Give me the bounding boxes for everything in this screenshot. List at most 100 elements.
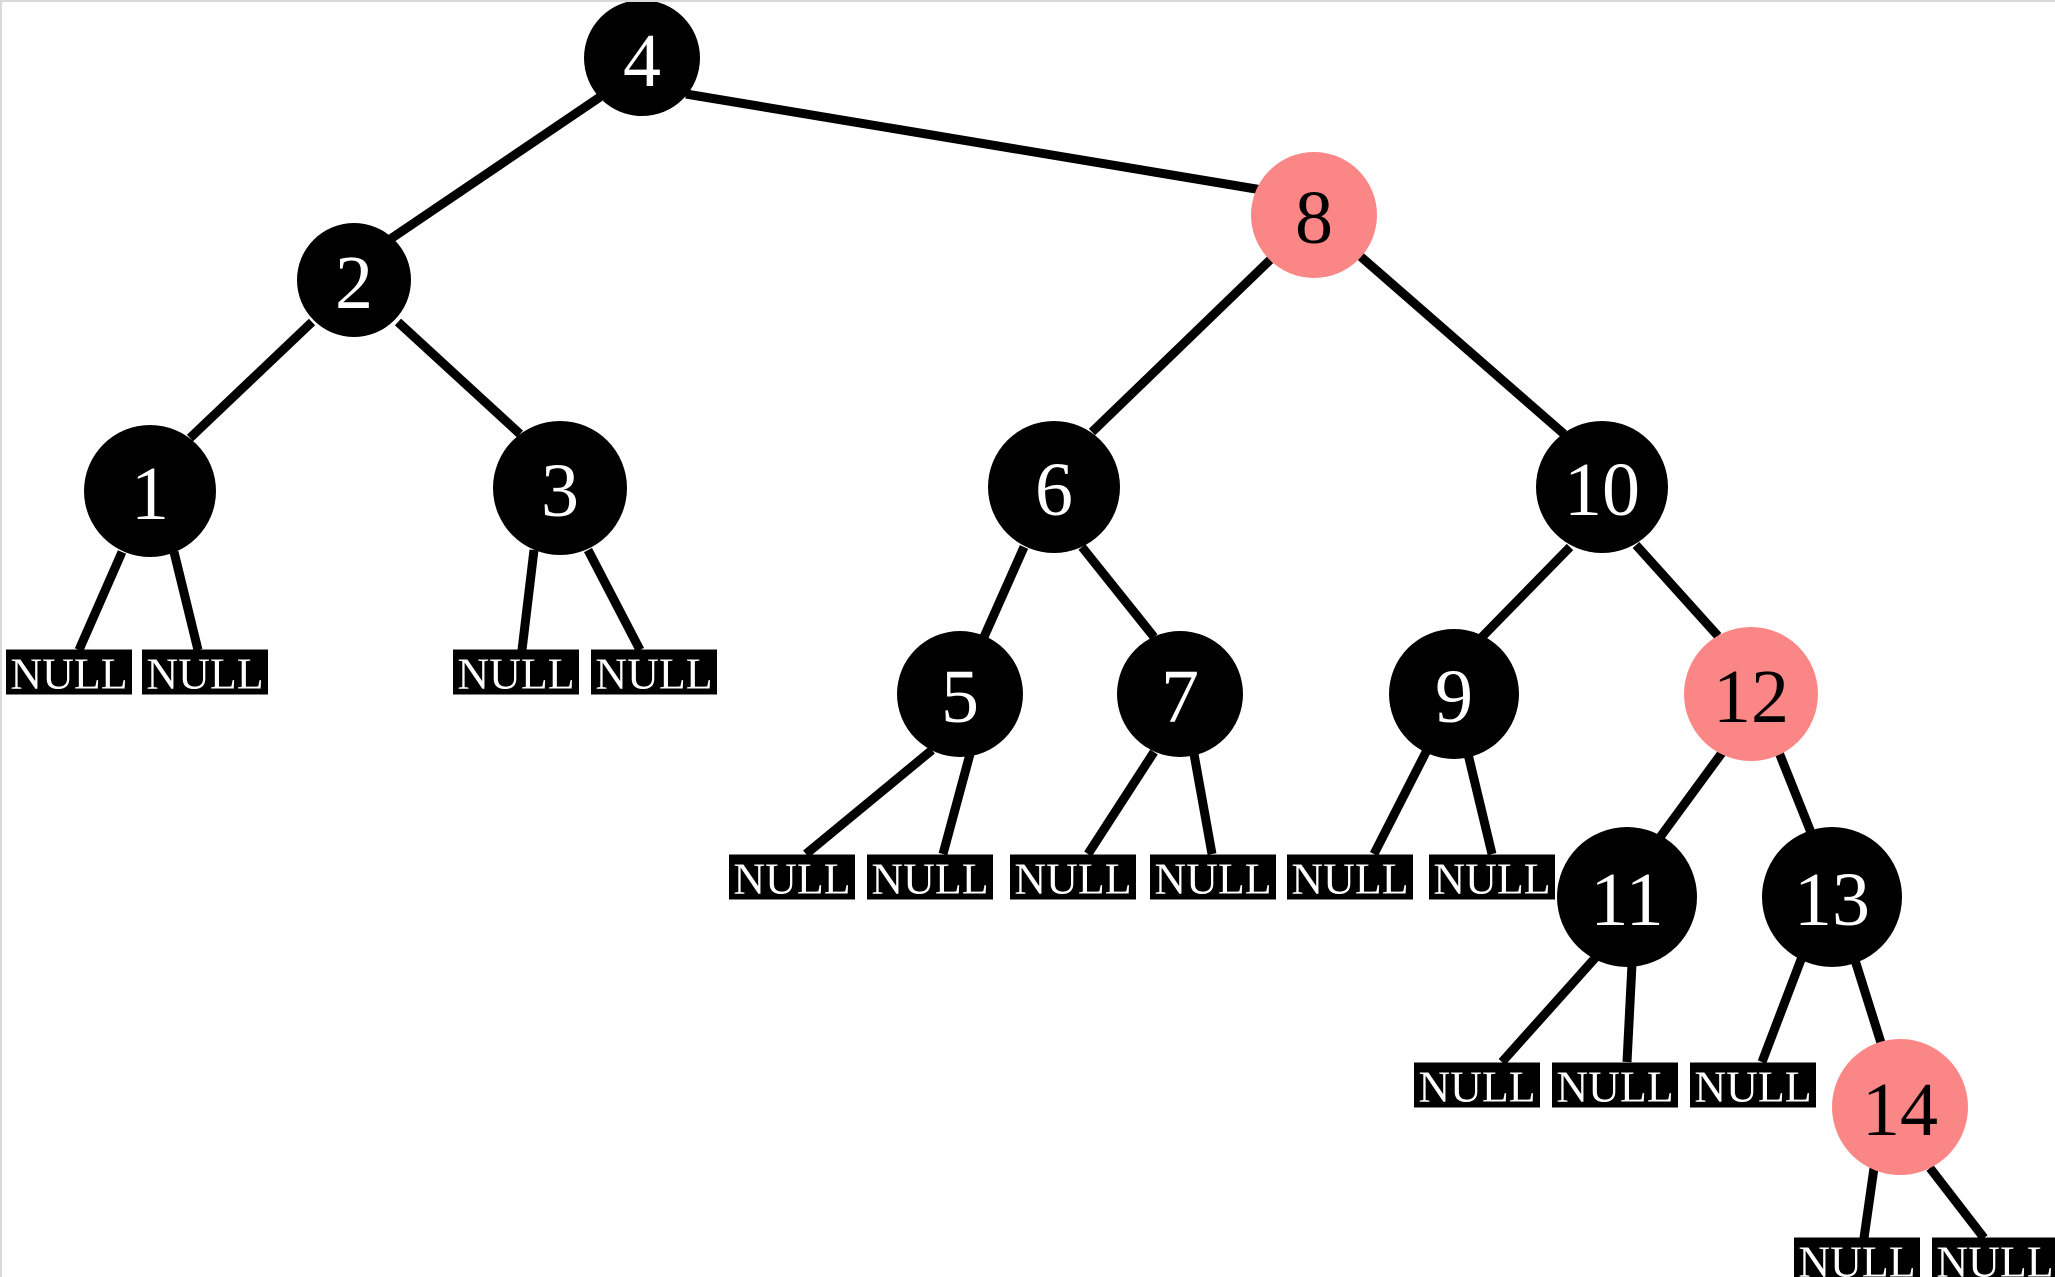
null-box	[142, 649, 268, 695]
null-box	[1287, 854, 1413, 900]
null-box	[1414, 1062, 1540, 1108]
tree-edge	[1757, 955, 1807, 1064]
black-node-circle[interactable]	[1536, 421, 1668, 553]
tree-node[interactable]: 10	[1536, 421, 1668, 553]
tree-node[interactable]: 2	[297, 223, 411, 337]
null-box	[867, 854, 993, 900]
null-leaf: NULL	[142, 649, 268, 699]
node-label: 8	[1295, 176, 1333, 260]
black-node-circle[interactable]	[897, 631, 1023, 757]
node-label: 13	[1794, 858, 1870, 942]
null-box	[1150, 854, 1276, 900]
tree-edge	[1463, 752, 1497, 856]
node-label: 10	[1564, 448, 1640, 532]
tree-node[interactable]: 7	[1117, 631, 1243, 757]
tree-edge	[169, 550, 203, 652]
null-label: NULL	[1936, 1238, 2053, 1277]
null-label: NULL	[1433, 855, 1550, 904]
tree-edge	[1859, 1167, 1879, 1239]
null-label: NULL	[146, 650, 263, 699]
tree-node[interactable]: 13	[1762, 827, 1902, 967]
tree-node[interactable]: 12	[1684, 627, 1818, 761]
null-label: NULL	[1014, 855, 1131, 904]
null-leaf: NULL	[1010, 854, 1136, 904]
null-leaves-group: NULL NULL NULL NULL NULL NULL NULL NULL NULL NULL…	[6, 649, 2055, 1277]
node-label: 1	[131, 452, 169, 536]
tree-edge	[1654, 747, 1728, 843]
tree-edge	[584, 547, 644, 653]
null-box	[453, 649, 579, 695]
tree-edge	[394, 318, 524, 438]
black-node-circle[interactable]	[1557, 827, 1697, 967]
black-node-circle[interactable]	[1389, 629, 1519, 759]
black-node-circle[interactable]	[84, 425, 216, 557]
null-box	[1552, 1062, 1678, 1108]
tree-edge	[803, 746, 935, 858]
tree-node[interactable]: 5	[897, 631, 1023, 757]
tree-edge	[1357, 252, 1567, 438]
null-leaf: NULL	[1552, 1062, 1678, 1112]
tree-edge	[1369, 749, 1431, 857]
null-label: NULL	[733, 855, 850, 904]
node-label: 12	[1713, 655, 1789, 739]
null-leaf: NULL	[453, 649, 579, 699]
black-node-circle[interactable]	[297, 223, 411, 337]
null-label: NULL	[1418, 1063, 1535, 1112]
red-node-circle[interactable]	[1684, 627, 1818, 761]
tree-node[interactable]: 4	[584, 2, 700, 116]
node-label: 3	[541, 449, 579, 533]
null-leaf: NULL	[1287, 854, 1413, 904]
node-label: 14	[1862, 1068, 1938, 1152]
null-leaf: NULL	[1932, 1237, 2055, 1277]
tree-edge	[517, 549, 539, 651]
null-box	[1010, 854, 1136, 900]
null-box	[1932, 1237, 2055, 1277]
black-node-circle[interactable]	[988, 421, 1120, 553]
black-node-circle[interactable]	[584, 2, 700, 116]
tree-node[interactable]: 6	[988, 421, 1120, 553]
node-label: 5	[941, 655, 979, 739]
null-label: NULL	[1798, 1238, 1915, 1277]
node-label: 9	[1435, 655, 1473, 739]
node-label: 4	[623, 19, 661, 103]
null-label: NULL	[457, 650, 574, 699]
red-node-circle[interactable]	[1251, 152, 1377, 278]
tree-edge	[1622, 963, 1637, 1063]
tree-edge	[938, 752, 975, 856]
null-box	[1429, 854, 1555, 900]
tree-node[interactable]: 11	[1557, 827, 1697, 967]
null-label: NULL	[871, 855, 988, 904]
null-box	[6, 649, 132, 695]
null-box	[729, 854, 855, 900]
black-node-circle[interactable]	[1762, 827, 1902, 967]
null-leaf: NULL	[591, 649, 717, 699]
null-leaf: NULL	[6, 649, 132, 699]
null-leaf: NULL	[1429, 854, 1555, 904]
tree-edge	[383, 93, 603, 246]
null-leaf: NULL	[729, 854, 855, 904]
null-box	[1794, 1237, 1920, 1277]
null-label: NULL	[1694, 1063, 1811, 1112]
tree-edge	[186, 318, 316, 442]
red-node-circle[interactable]	[1832, 1039, 1968, 1175]
tree-node[interactable]: 14	[1832, 1039, 1968, 1175]
null-box	[1690, 1062, 1816, 1108]
tree-edge	[685, 89, 1263, 195]
tree-node[interactable]: 9	[1389, 629, 1519, 759]
null-label: NULL	[1291, 855, 1408, 904]
tree-node[interactable]: 8	[1251, 152, 1377, 278]
null-label: NULL	[1154, 855, 1271, 904]
edges-group	[74, 89, 1988, 1241]
black-node-circle[interactable]	[493, 421, 627, 555]
tree-node[interactable]: 1	[84, 425, 216, 557]
tree-node[interactable]: 3	[493, 421, 627, 555]
tree-edge	[1078, 544, 1158, 640]
node-label: 2	[335, 241, 373, 325]
null-leaf: NULL	[1414, 1062, 1540, 1112]
black-node-circle[interactable]	[1117, 631, 1243, 757]
node-label: 6	[1035, 448, 1073, 532]
node-label: 7	[1161, 655, 1199, 739]
